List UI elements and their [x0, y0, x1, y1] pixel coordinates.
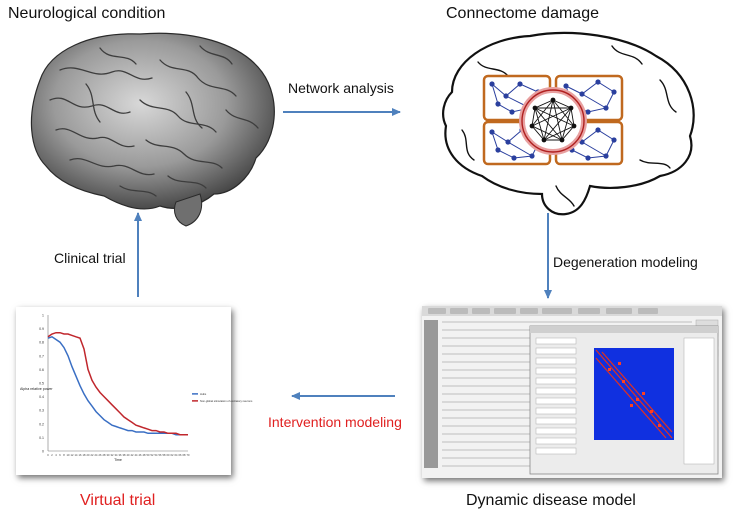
x-tick-label: 70: [187, 453, 190, 457]
y-tick-label: 0: [42, 450, 44, 454]
x-tick-label: 22: [91, 453, 94, 457]
x-tick-label: 56: [159, 453, 162, 457]
dynamic-model-screenshot: [422, 306, 722, 478]
y-tick-label: 0.6: [39, 368, 44, 372]
x-tick-label: 64: [175, 453, 178, 457]
y-tick-label: 0.5: [39, 382, 44, 386]
neurological-condition-label: Neurological condition: [8, 5, 166, 22]
x-tick-label: 18: [83, 453, 86, 457]
legend-label-2: Non-global stimulation of excitatory neu…: [200, 399, 253, 403]
x-tick-label: 30: [107, 453, 110, 457]
x-tick-label: 20: [87, 453, 90, 457]
x-tick-label: 66: [179, 453, 182, 457]
virtual-trial-label: Virtual trial: [80, 492, 156, 509]
x-tick-label: 54: [155, 453, 158, 457]
x-tick-label: 24: [95, 453, 98, 457]
x-tick-label: 0: [47, 453, 49, 457]
x-tick-label: 60: [167, 453, 170, 457]
x-tick-label: 52: [151, 453, 154, 457]
y-tick-label: 0.1: [39, 436, 44, 440]
x-tick-label: 44: [135, 453, 138, 457]
x-tick-label: 2: [51, 453, 53, 457]
x-tick-label: 26: [99, 453, 102, 457]
x-tick-label: 42: [131, 453, 134, 457]
network-analysis-label: Network analysis: [288, 80, 394, 96]
x-tick-label: 28: [103, 453, 106, 457]
x-tick-label: 62: [171, 453, 174, 457]
y-tick-label: 1: [42, 314, 44, 318]
series-line-2: [47, 331, 188, 436]
x-tick-label: 46: [139, 453, 142, 457]
x-tick-label: 32: [111, 453, 114, 457]
y-tick-label: 0.2: [39, 422, 44, 426]
dynamic-disease-model-label: Dynamic disease model: [466, 492, 636, 509]
x-tick-label: 40: [127, 453, 130, 457]
x-tick-label: 38: [123, 453, 126, 457]
y-tick-label: 0.4: [39, 395, 44, 399]
intervention-modeling-label: Intervention modeling: [268, 414, 402, 430]
clinical-trial-label: Clinical trial: [54, 250, 126, 266]
y-tick-label: 0.8: [39, 341, 44, 345]
x-tick-label: 36: [119, 453, 122, 457]
x-tick-label: 4: [55, 453, 57, 457]
degeneration-modeling-label: Degeneration modeling: [553, 254, 698, 270]
x-tick-label: 68: [183, 453, 186, 457]
y-tick-label: 0.7: [39, 354, 44, 358]
x-tick-label: 8: [63, 453, 65, 457]
y-tick-label: 0.3: [39, 409, 44, 413]
y-tick-label: 0.9: [39, 327, 44, 331]
y-axis-label: Alpha relative power: [20, 387, 53, 391]
x-tick-label: 10: [67, 453, 70, 457]
x-tick-label: 16: [79, 453, 82, 457]
legend-label-1: Hubs: [200, 392, 207, 396]
x-tick-label: 6: [59, 453, 61, 457]
x-tick-label: 50: [147, 453, 150, 457]
x-tick-label: 34: [115, 453, 118, 457]
x-tick-label: 58: [163, 453, 166, 457]
x-tick-label: 48: [143, 453, 146, 457]
connectome-damage-label: Connectome damage: [446, 5, 599, 22]
x-tick-label: 14: [75, 453, 78, 457]
x-tick-label: 12: [71, 453, 74, 457]
series-line-1: [47, 335, 188, 436]
x-axis-label: Time: [114, 458, 122, 462]
